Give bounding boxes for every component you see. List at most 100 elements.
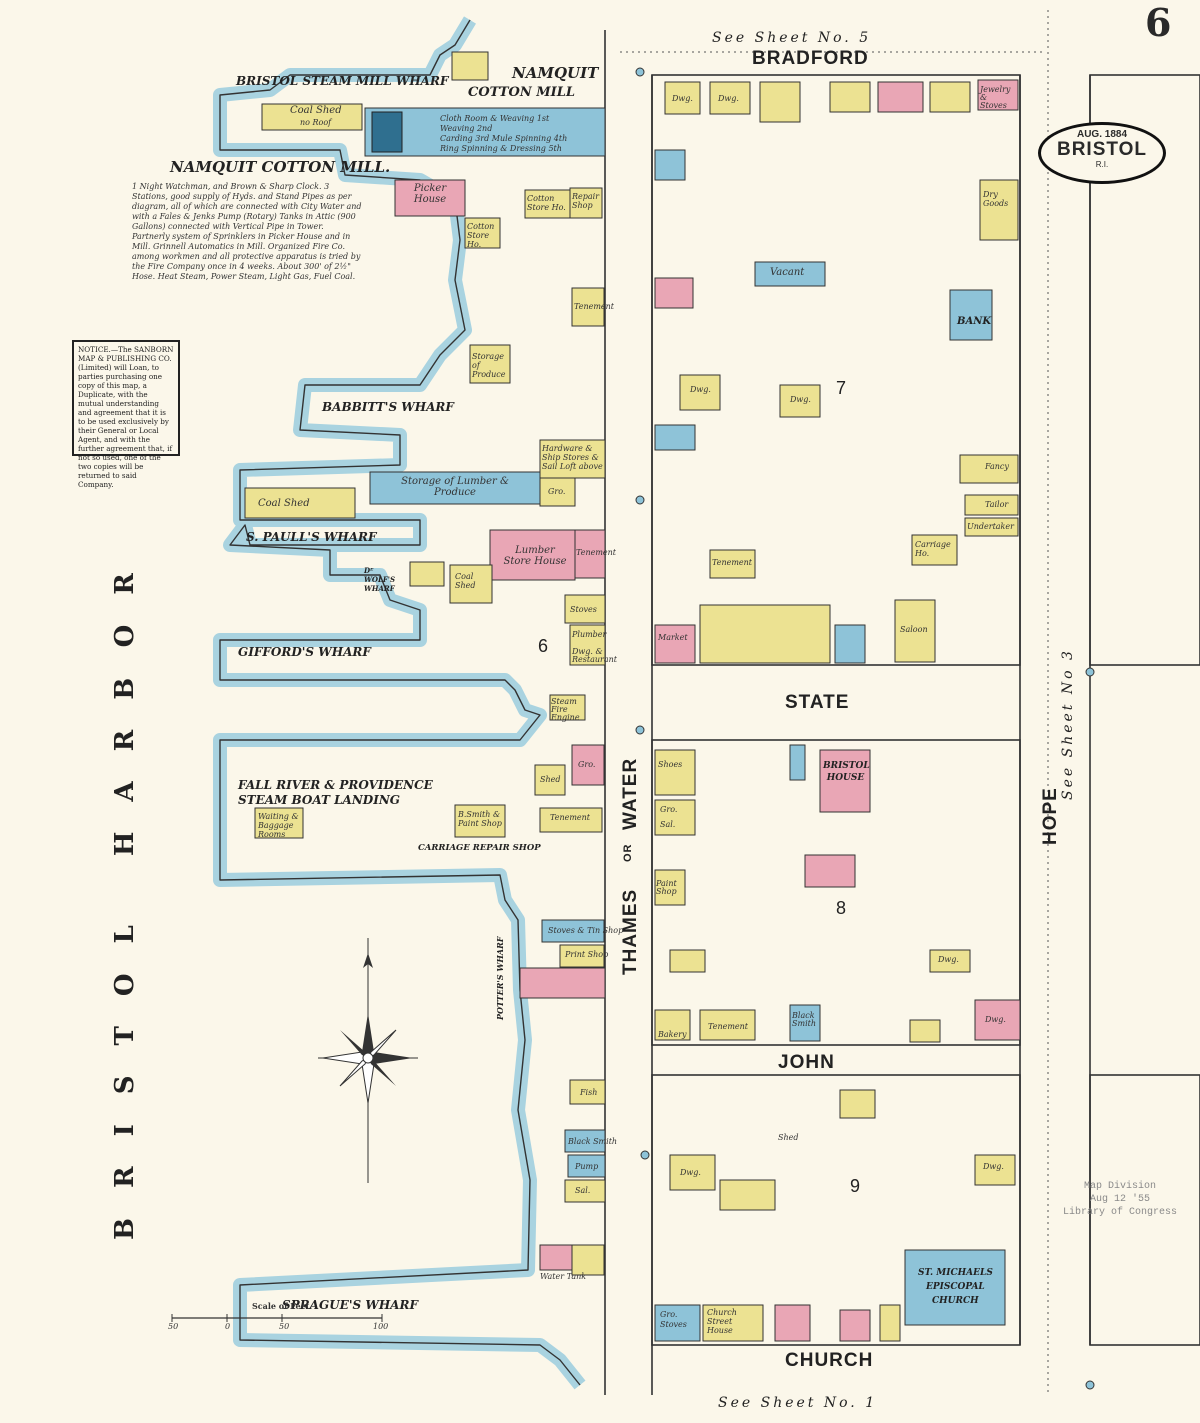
s-paulls-wharf-label: S. PAULL'S WHARF — [246, 530, 377, 544]
dwg-block8-4 — [669, 949, 706, 973]
cotton-store-1 — [464, 217, 501, 249]
stoves-building — [564, 594, 606, 624]
loc-line: Map Division — [1083, 1181, 1156, 1192]
bristol-harbor-label: BRISTOL HARBOR — [110, 543, 140, 1240]
pump-house-building — [571, 1244, 605, 1276]
mill-floor-4: Ring Spinning & Dressing 5th — [440, 144, 562, 153]
building-label: Gro. — [548, 487, 566, 496]
building-label: BRISTOL HOUSE — [823, 761, 870, 783]
building-label: CARRIAGE REPAIR SHOP — [418, 843, 541, 853]
building-label: Tenement — [708, 1022, 749, 1031]
block-number-6: 6 — [538, 636, 549, 656]
dwg-block7-3 — [759, 81, 801, 123]
paint-shop-block7 — [654, 149, 686, 181]
building-label: Market — [658, 633, 688, 642]
building-label: Jewelry & Stoves — [980, 85, 1011, 110]
church-street-building — [702, 1304, 764, 1342]
building-label: Vacant — [770, 267, 805, 278]
storage-lumber-building — [369, 471, 541, 505]
stamp-date: AUG. 1884 — [1076, 129, 1128, 140]
mill-floor-1: Cloth Room & Weaving 1st — [440, 114, 550, 123]
mill-description: 1 Night Watchman, and Brown & Sharp Cloc… — [132, 182, 362, 281]
building-label: BANK — [957, 316, 992, 327]
street-john: JOHN — [778, 1052, 835, 1073]
spragues-wharf-label: SPRAGUE'S WHARF — [282, 1298, 418, 1312]
black-smith-building-2 — [789, 1004, 821, 1042]
building-label: EPISCOPAL — [926, 1282, 985, 1292]
dwg-block7-7 — [679, 374, 721, 411]
print-shop-building — [559, 944, 605, 968]
building-label: Repair Shop — [572, 192, 600, 210]
hydrant-marker — [1085, 667, 1095, 677]
fall-river-landing-label-2: STEAM BOAT LANDING — [238, 793, 401, 807]
stoves-tin-building — [541, 919, 605, 943]
building-label: Sal. — [575, 1186, 591, 1195]
loc-line: Library of Congress — [1062, 1207, 1178, 1218]
bank-building — [949, 289, 993, 341]
fancy-building — [959, 454, 1019, 484]
building-label: Black Smith — [792, 1011, 816, 1028]
building-label: Lumber Store House — [503, 545, 567, 567]
bristol-house-building — [819, 749, 871, 813]
jewelry-building — [977, 79, 1019, 111]
building-label: Dwg. — [672, 94, 693, 103]
saloon-building — [894, 599, 936, 663]
building-label: Paint Shop — [656, 879, 677, 896]
city-stamp: AUG. 1884 BRISTOL R.I. — [1038, 122, 1166, 184]
see-sheet-right: See Sheet No 3 — [1060, 648, 1076, 800]
building-label: Gro. — [660, 805, 678, 814]
building-label: Dwg. — [985, 1015, 1006, 1024]
building-label: Picker House — [413, 183, 447, 205]
building-label: Dwg. — [690, 385, 711, 394]
dry-goods-building — [979, 179, 1019, 241]
building-label: Shed — [540, 775, 561, 784]
hydrant-marker — [635, 67, 645, 77]
gro-building-2 — [571, 744, 605, 786]
dwg-block9-4 — [719, 1179, 776, 1211]
block-number-8: 8 — [836, 898, 847, 918]
coal-shed-wharf — [244, 487, 356, 519]
library-of-congress-stamp: Map Division Aug 12 '55 Library of Congr… — [1060, 1180, 1180, 1219]
building-label: Dwg. — [983, 1162, 1004, 1171]
dwg-block8-2 — [909, 1019, 941, 1043]
namquit-mill-label-top-2: COTTON MILL — [468, 85, 576, 100]
sal-building-1 — [564, 1179, 606, 1203]
block-number-7: 7 — [836, 378, 847, 398]
building-label: Dry Goods — [983, 190, 1009, 208]
building-label: Stoves — [570, 605, 597, 614]
building-label: Coal Shed — [455, 572, 476, 590]
building-label: Tenement — [712, 558, 753, 567]
building-label: Storage of Produce — [472, 352, 506, 379]
dwg-block9-2 — [839, 1089, 876, 1119]
block-9-outline — [651, 1074, 1021, 1346]
pump-building — [567, 1154, 606, 1178]
cotton-store-2 — [524, 189, 571, 219]
building-label: Tenement — [574, 302, 615, 311]
hydrant-marker — [640, 1150, 650, 1160]
fall-river-landing-label-1: FALL RIVER & PROVIDENCE — [238, 778, 433, 792]
building-label: Plumber — [572, 630, 607, 639]
building-label: Cotton Store Ho. — [467, 222, 495, 249]
mill-tower — [371, 111, 403, 153]
building-label: Waiting & Baggage Rooms — [258, 812, 299, 839]
building-label: B.Smith & Paint Shop — [458, 810, 502, 828]
see-sheet-top: See Sheet No. 5 — [712, 30, 872, 46]
gro-block8 — [654, 799, 696, 836]
brick-block8 — [804, 854, 856, 888]
shoes-building — [654, 749, 696, 796]
right-block-bottom — [1089, 1074, 1200, 1346]
street-state: STATE — [785, 692, 850, 713]
namquit-mill-label-left: NAMQUIT COTTON MILL. — [170, 158, 391, 176]
building-label: Dwg. — [938, 955, 959, 964]
bristol-steam-mill-wharf-label: BRISTOL STEAM MILL WHARF — [236, 74, 449, 88]
tenement-block8 — [699, 1009, 756, 1041]
building-label: Storage of Lumber & Produce — [401, 476, 509, 498]
block-number-9: 9 — [850, 1176, 861, 1196]
tenement-building-2 — [574, 529, 606, 579]
paint-shop-block8 — [654, 869, 686, 906]
picker-house-building — [394, 179, 466, 217]
street-church: CHURCH — [785, 1350, 874, 1371]
gro-stoves-building — [654, 1304, 701, 1342]
building-label: Water Tank — [540, 1272, 587, 1281]
